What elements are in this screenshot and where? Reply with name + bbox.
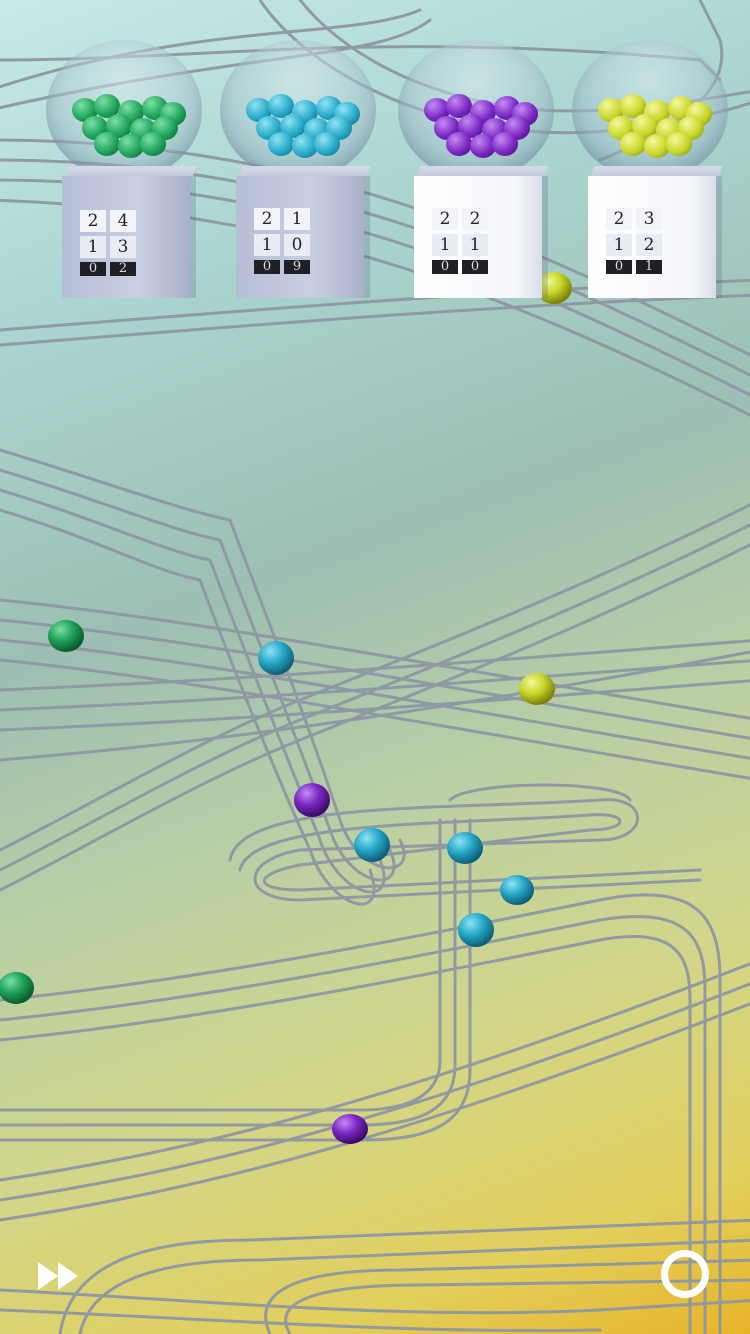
ball-cyan bbox=[458, 913, 494, 947]
counter-digit: 2 bbox=[606, 208, 632, 230]
machine-base: 2 2 1 1 0 0 bbox=[414, 176, 542, 298]
machine-balls-purple bbox=[420, 92, 538, 162]
ball-purple bbox=[492, 132, 518, 156]
counter-digit: 1 bbox=[636, 260, 662, 274]
counter-digit: 0 bbox=[254, 260, 280, 274]
counter-digit: 0 bbox=[462, 260, 488, 274]
counter-digit: 3 bbox=[110, 236, 136, 258]
counter-digit: 2 bbox=[254, 208, 280, 230]
counter-digit: 1 bbox=[80, 236, 106, 258]
counter-digit: 2 bbox=[636, 234, 662, 256]
gumball-machine-cyan: 2 1 1 0 0 9 bbox=[220, 0, 380, 298]
ball-yellow bbox=[519, 673, 555, 705]
counter-digit: 1 bbox=[606, 234, 632, 256]
gumball-machine-yellow: 2 3 1 2 0 1 bbox=[572, 0, 732, 298]
counter-digit: 0 bbox=[432, 260, 458, 274]
ball-yellow bbox=[666, 132, 692, 156]
ball-green bbox=[48, 620, 84, 652]
ball-purple bbox=[332, 1114, 368, 1144]
counter-digit: 3 bbox=[636, 208, 662, 230]
ball-cyan bbox=[447, 832, 483, 864]
counter-digit: 4 bbox=[110, 210, 136, 232]
counter-digit: 1 bbox=[432, 234, 458, 256]
gumball-machine-purple: 2 2 1 1 0 0 bbox=[398, 0, 558, 298]
ball-cyan bbox=[314, 132, 340, 156]
counter-digit: 0 bbox=[80, 262, 106, 276]
ball-green bbox=[0, 972, 34, 1004]
restart-button[interactable] bbox=[661, 1250, 709, 1298]
machine-base: 2 1 1 0 0 9 bbox=[236, 176, 364, 298]
machine-balls-yellow bbox=[594, 92, 712, 162]
machine-base: 2 4 1 3 0 2 bbox=[62, 176, 190, 298]
counter-digit: 2 bbox=[462, 208, 488, 230]
ball-green bbox=[140, 132, 166, 156]
counter-digit: 2 bbox=[110, 262, 136, 276]
ball-yellow bbox=[644, 134, 670, 158]
ball-cyan bbox=[268, 132, 294, 156]
loose-balls bbox=[0, 272, 572, 1144]
machine-balls-green bbox=[68, 92, 186, 162]
counter-digit: 1 bbox=[254, 234, 280, 256]
ball-cyan bbox=[500, 875, 534, 905]
ball-yellow bbox=[536, 272, 572, 304]
ball-purple bbox=[446, 132, 472, 156]
gumball-machine-green: 2 4 1 3 0 2 bbox=[46, 0, 206, 298]
fast-forward-button[interactable] bbox=[36, 1258, 84, 1294]
counter-digit: 1 bbox=[284, 208, 310, 230]
ball-green bbox=[118, 134, 144, 158]
counter-digit: 0 bbox=[606, 260, 632, 274]
machine-base: 2 3 1 2 0 1 bbox=[588, 176, 716, 298]
ball-cyan bbox=[292, 134, 318, 158]
counter-digit: 1 bbox=[462, 234, 488, 256]
counter-digit: 9 bbox=[284, 260, 310, 274]
ball-cyan bbox=[258, 641, 294, 675]
counter-digit: 2 bbox=[80, 210, 106, 232]
ball-purple bbox=[294, 783, 330, 817]
ball-cyan bbox=[354, 828, 390, 862]
fast-forward-icon bbox=[38, 1262, 78, 1290]
counter-digit: 2 bbox=[432, 208, 458, 230]
ball-purple bbox=[470, 134, 496, 158]
ball-yellow bbox=[620, 132, 646, 156]
ball-green bbox=[94, 132, 120, 156]
machine-balls-cyan bbox=[242, 92, 360, 162]
counter-digit: 0 bbox=[284, 234, 310, 256]
